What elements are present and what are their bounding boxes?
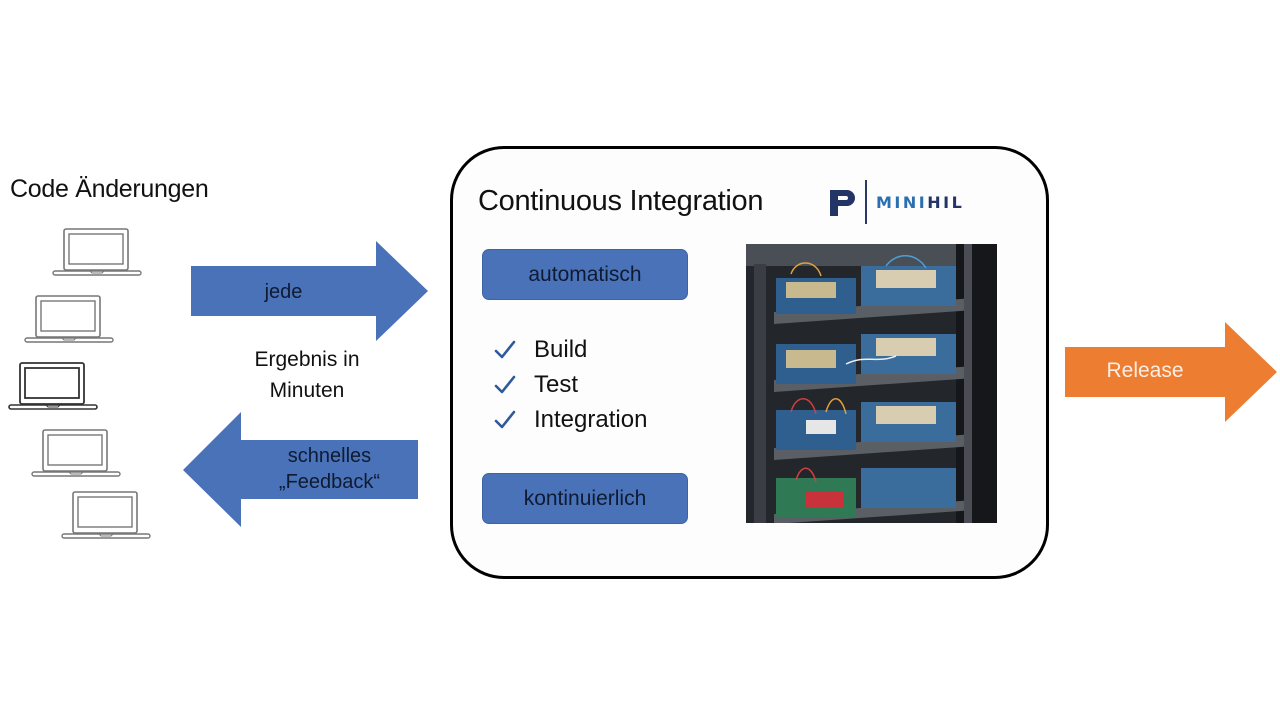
logo-divider — [865, 180, 867, 224]
laptop-icon — [52, 228, 142, 276]
result-in-minutes-text: Ergebnis in Minuten — [236, 344, 378, 406]
feedback-label-line-2: „Feedback“ — [278, 471, 381, 493]
checklist-label: Build — [534, 335, 588, 363]
laptop-icon — [8, 362, 98, 410]
forward-arrow — [191, 241, 428, 341]
logo-text-hil: HIL — [927, 193, 965, 212]
logo-text: MINIHIL — [876, 193, 964, 212]
code-changes-heading: Code Änderungen — [10, 175, 209, 203]
checklist-item-build: Build — [494, 332, 647, 367]
server-rack-illustration — [746, 244, 997, 523]
checklist-item-test: Test — [494, 367, 647, 402]
feedback-arrow-label: schnelles „Feedback“ — [241, 443, 418, 495]
laptop-icon — [31, 429, 121, 477]
checklist-item-integration: Integration — [494, 402, 647, 437]
test-boards — [776, 266, 956, 518]
forward-arrow-label: jede — [264, 281, 303, 303]
logo-text-mini: MINI — [876, 193, 928, 212]
release-arrow — [1065, 322, 1277, 422]
result-text-line-2: Minuten — [269, 379, 345, 402]
server-rack-image — [746, 244, 997, 523]
p-logo-icon — [830, 190, 855, 216]
cables — [790, 255, 927, 483]
checkmark-icon — [494, 375, 516, 393]
laptop-icon — [24, 295, 114, 343]
checkmark-icon — [494, 410, 516, 428]
continuous-pill: kontinuierlich — [482, 473, 688, 524]
feedback-arrow — [183, 412, 418, 527]
checklist-label: Test — [534, 370, 579, 398]
laptop-icon — [61, 491, 151, 539]
release-arrow-label: Release — [1106, 359, 1184, 382]
feedback-label-line-1: schnelles — [287, 445, 372, 467]
automatic-pill: automatisch — [482, 249, 688, 300]
checkmark-icon — [494, 340, 516, 358]
minihil-logo: MINIHIL — [830, 180, 962, 224]
result-text-line-1: Ergebnis in — [254, 348, 360, 371]
ci-title: Continuous Integration — [478, 185, 764, 217]
checklist: Build Test Integration — [494, 332, 647, 437]
checklist-label: Integration — [534, 405, 648, 433]
